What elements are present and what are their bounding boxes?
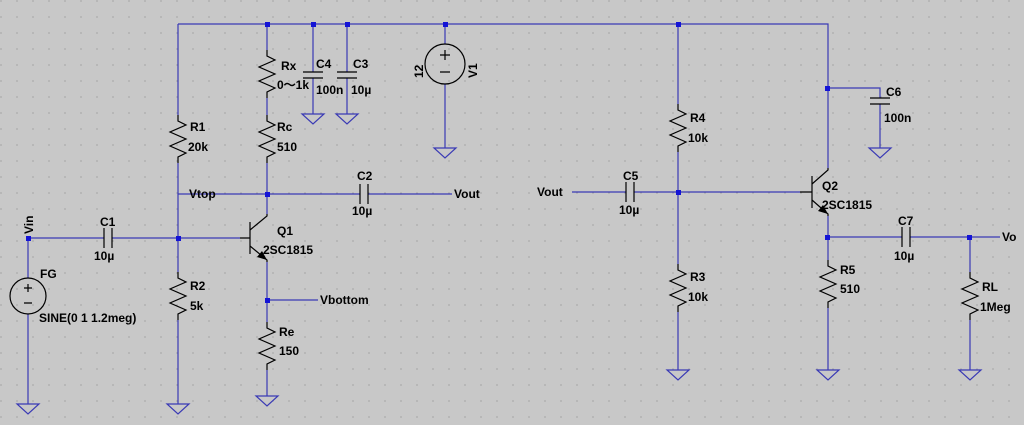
label-r2-ref: R2 — [190, 279, 206, 293]
resistor-re — [257, 322, 277, 370]
net-label-vin: Vin — [22, 216, 36, 234]
transistor-q1 — [240, 214, 268, 262]
label-r5-value: 510 — [840, 282, 860, 296]
transistor-q2 — [800, 168, 829, 216]
label-c3-value: 10µ — [351, 83, 371, 97]
label-c2-ref: C2 — [357, 169, 373, 183]
label-r4-value: 10k — [688, 131, 708, 145]
label-rc-value: 510 — [277, 140, 297, 154]
label-c6-ref: C6 — [886, 85, 902, 99]
label-c5-ref: C5 — [623, 169, 639, 183]
label-c7-ref: C7 — [898, 214, 914, 228]
label-rc-ref: Rc — [277, 120, 293, 134]
label-r1-ref: R1 — [190, 120, 206, 134]
capacitor-c3 — [337, 71, 357, 79]
label-rx-value: 0～1k — [277, 78, 309, 92]
capacitor-c1 — [103, 228, 113, 248]
resistor-rx — [257, 50, 277, 98]
label-c6-value: 100n — [884, 111, 911, 125]
label-q2-ref: Q2 — [822, 179, 838, 193]
junctions — [26, 22, 972, 303]
label-rl-ref: RL — [982, 280, 998, 294]
capacitor-c2 — [359, 184, 369, 204]
label-re-value: 150 — [279, 344, 299, 358]
label-c4-ref: C4 — [316, 57, 332, 71]
ground-symbols — [15, 113, 983, 415]
label-q2-value: 2SC1815 — [822, 198, 872, 212]
component-labels: Rx 0～1k C4 100n C3 10µ 12 V1 R1 20k Rc 5… — [39, 57, 1011, 358]
label-c2-value: 10µ — [352, 204, 372, 218]
capacitor-c5 — [625, 182, 635, 202]
resistor-r3 — [668, 264, 688, 312]
label-q1-value: 2SC1815 — [263, 243, 313, 257]
capacitor-c7 — [901, 227, 911, 247]
net-label-vout-right: Vout — [537, 185, 563, 199]
label-r3-ref: R3 — [690, 270, 706, 284]
label-fg-ref: FG — [40, 267, 57, 281]
wires — [27, 23, 1000, 404]
label-c7-value: 10µ — [894, 249, 914, 263]
label-fg-value: SINE(0 1 1.2meg) — [39, 311, 136, 325]
capacitor-c6 — [870, 97, 890, 105]
label-c1-value: 10µ — [94, 249, 114, 263]
label-c5-value: 10µ — [619, 203, 639, 217]
label-r4-ref: R4 — [690, 111, 706, 125]
label-v1-value: 12 — [412, 64, 426, 78]
label-r5-ref: R5 — [840, 263, 856, 277]
net-label-vo: Vo — [1002, 230, 1016, 244]
signal-source-fg — [9, 277, 47, 315]
resistor-r2 — [168, 272, 188, 320]
label-c3-ref: C3 — [353, 57, 369, 71]
resistor-rl — [960, 272, 980, 320]
label-q1-ref: Q1 — [277, 224, 293, 238]
label-rx-ref: Rx — [281, 59, 297, 73]
label-v1-ref: V1 — [466, 63, 480, 78]
label-r1-value: 20k — [188, 140, 208, 154]
label-r2-value: 5k — [190, 299, 204, 313]
label-re-ref: Re — [279, 325, 295, 339]
resistor-r4 — [668, 104, 688, 152]
net-label-vout-left: Vout — [454, 187, 480, 201]
net-label-vbottom: Vbottom — [320, 293, 369, 307]
resistor-r5 — [818, 260, 838, 308]
capacitor-c4 — [303, 71, 323, 79]
resistor-r1 — [168, 115, 188, 163]
label-c1-ref: C1 — [100, 215, 116, 229]
net-labels: Vin Vtop Vout Vbottom Vout Vo — [22, 185, 1016, 307]
voltage-source-v1 — [424, 43, 466, 85]
label-c4-value: 100n — [316, 83, 343, 97]
net-label-vtop: Vtop — [189, 187, 216, 201]
label-r3-value: 10k — [688, 290, 708, 304]
label-rl-value: 1Meg — [980, 300, 1011, 314]
resistor-rc — [257, 115, 277, 163]
